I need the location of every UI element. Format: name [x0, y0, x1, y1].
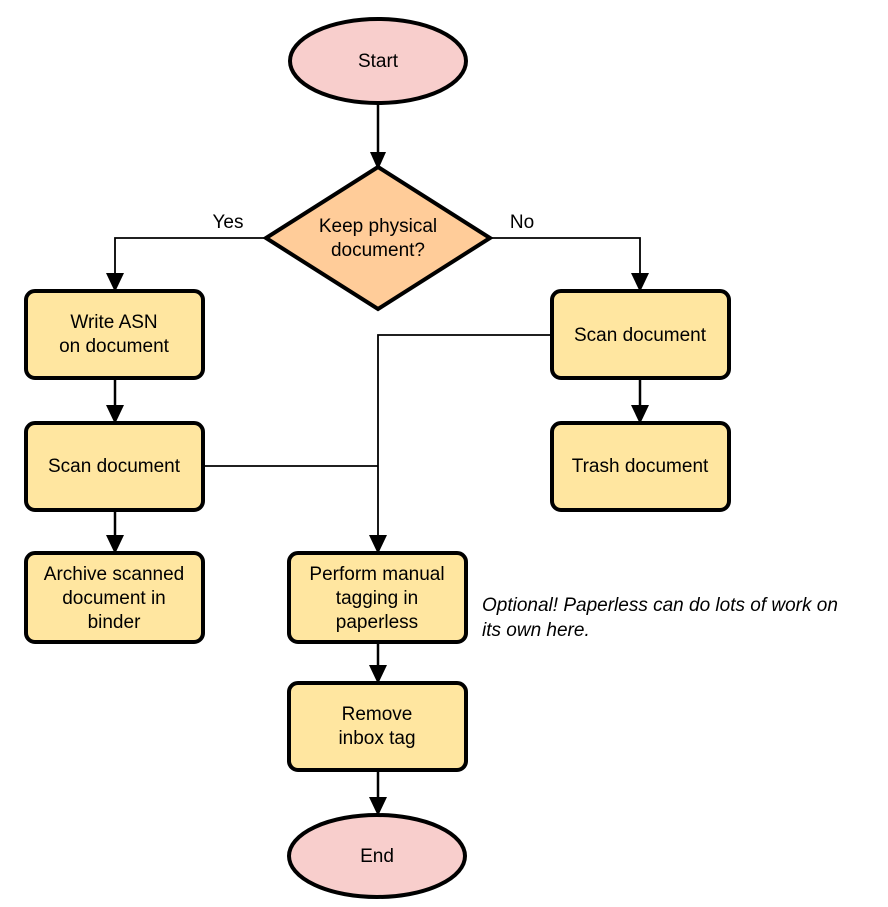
edge-label-no: No	[510, 212, 534, 233]
write-asn-label-line2: on document	[59, 336, 170, 357]
optional-note-line2: its own here.	[482, 620, 590, 641]
edge-write-asn-to-scan-left	[106, 378, 124, 424]
remove-inbox-tag-box	[287, 681, 468, 772]
edge-start-to-decision	[370, 103, 386, 170]
edge-label-yes: Yes	[213, 212, 244, 233]
node-scan-document-right[interactable]: Scan document	[550, 289, 731, 380]
manual-tagging-label-line3: paperless	[336, 612, 418, 633]
archive-label-line2: document in	[62, 588, 166, 609]
edge-scan-left-to-archive	[106, 510, 124, 554]
archive-label-line3: binder	[88, 612, 141, 633]
node-remove-inbox-tag[interactable]: Remove inbox tag	[287, 681, 468, 772]
edge-decision-yes-to-write-asn	[106, 237, 265, 292]
archive-label-line1: Archive scanned	[44, 564, 184, 585]
manual-tagging-label-line1: Perform manual	[309, 564, 444, 585]
remove-inbox-label-line2: inbox tag	[338, 728, 415, 749]
start-ellipse	[288, 17, 468, 105]
manual-tagging-label-line2: tagging in	[336, 588, 418, 609]
node-decision-keep-physical-document[interactable]: Keep physical document?	[262, 164, 494, 312]
write-asn-box	[24, 289, 205, 380]
remove-inbox-label-line1: Remove	[342, 704, 413, 725]
scan-document-left-box	[24, 421, 205, 512]
decision-label-line1: Keep physical	[319, 216, 437, 237]
decision-label-line2: document?	[331, 240, 425, 261]
edge-scan-right-to-manual-tagging	[369, 334, 552, 554]
archive-box	[24, 551, 205, 644]
trash-document-label: Trash document	[572, 456, 709, 477]
edge-remove-inbox-to-end	[369, 770, 387, 816]
edge-manual-tagging-to-remove-inbox	[369, 642, 387, 684]
manual-tagging-box	[287, 551, 468, 644]
write-asn-label-line1: Write ASN	[70, 312, 157, 333]
node-perform-manual-tagging[interactable]: Perform manual tagging in paperless	[287, 551, 468, 644]
node-scan-document-left[interactable]: Scan document	[24, 421, 205, 512]
scan-document-left-label: Scan document	[48, 456, 181, 477]
scan-document-right-label: Scan document	[574, 325, 707, 346]
decision-diamond	[262, 164, 494, 312]
node-archive-scanned-document[interactable]: Archive scanned document in binder	[24, 551, 205, 644]
end-ellipse	[287, 813, 467, 899]
start-label: Start	[358, 51, 399, 72]
end-label: End	[360, 846, 394, 867]
edge-scan-right-to-trash	[631, 378, 649, 424]
node-end[interactable]: End	[287, 813, 467, 899]
annotation-optional-note: Optional! Paperless can do lots of work …	[482, 595, 838, 641]
node-trash-document[interactable]: Trash document	[550, 421, 731, 512]
scan-document-right-box	[550, 289, 731, 380]
node-write-asn-on-document[interactable]: Write ASN on document	[24, 289, 205, 380]
optional-note-line1: Optional! Paperless can do lots of work …	[482, 595, 838, 616]
trash-document-box	[550, 421, 731, 512]
node-start[interactable]: Start	[288, 17, 468, 105]
edge-decision-no-to-scan-right	[490, 237, 649, 292]
